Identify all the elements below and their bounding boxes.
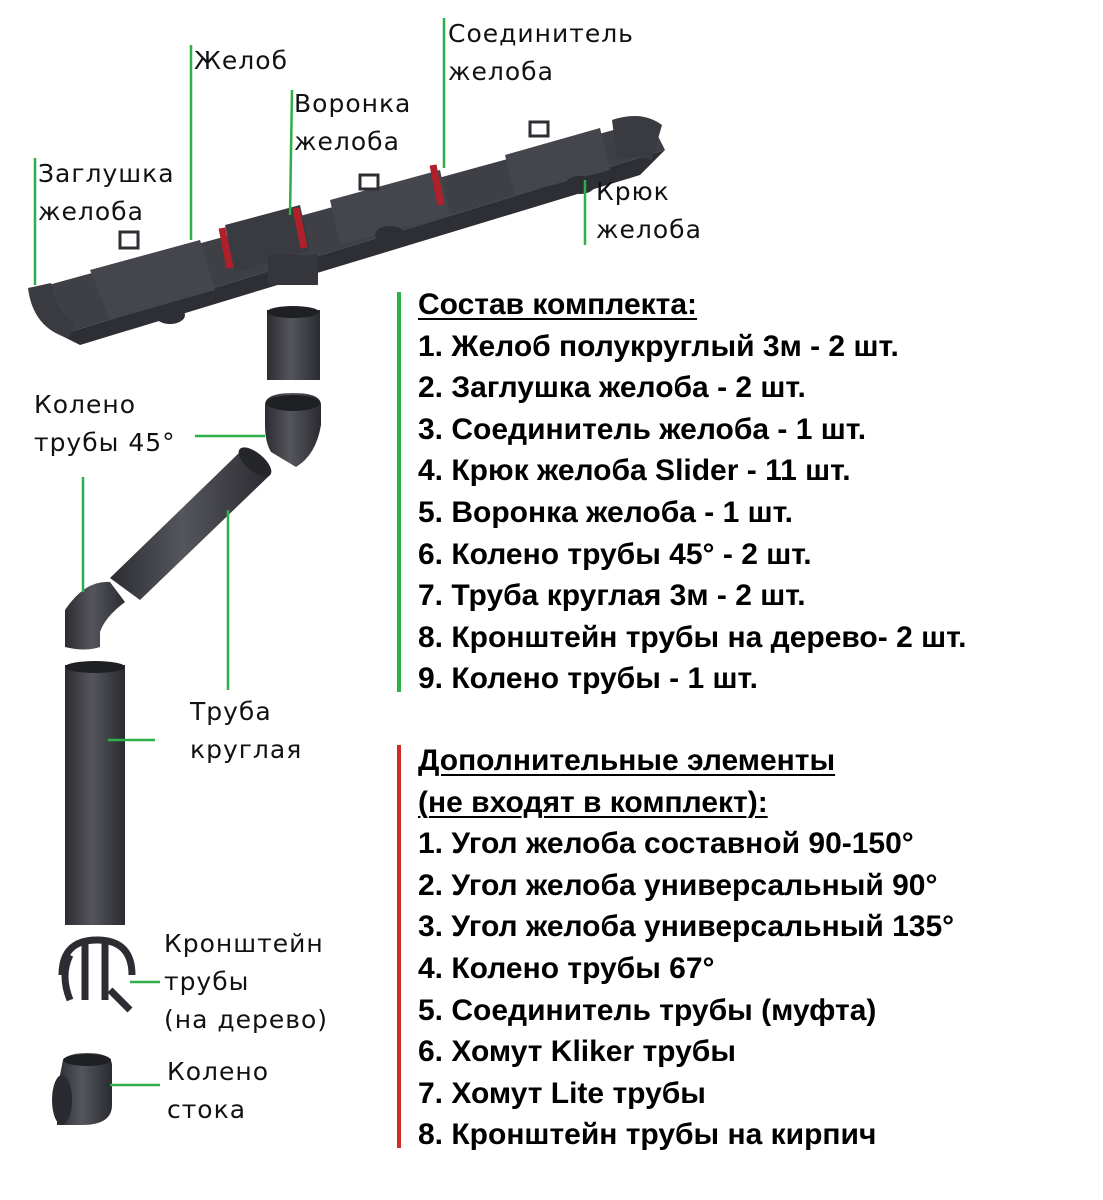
pipe-bracket xyxy=(58,936,136,1013)
list-item: 4. Крюк желоба Slider - 11 шт. xyxy=(418,454,851,488)
pipe-vertical xyxy=(65,665,125,925)
kit-title: Состав комплекта: xyxy=(418,288,698,321)
pipe-diagonal xyxy=(110,452,270,600)
extra-list: Дополнительные элементы (не входят в ком… xyxy=(418,740,954,1156)
gutter-cap xyxy=(28,283,76,338)
list-item: 2. Угол желоба универсальный 90° xyxy=(418,868,938,902)
list-item: 3. Соединитель желоба - 1 шт. xyxy=(418,412,867,446)
list-item: 5. Соединитель трубы (муфта) xyxy=(418,993,877,1027)
list-item: 6. Колено трубы 45° - 2 шт. xyxy=(418,537,812,571)
list-item: 9. Колено трубы - 1 шт. xyxy=(418,662,758,696)
outlet-elbow xyxy=(52,1053,112,1125)
kit-list: Состав комплекта: 1. Желоб полукруглый 3… xyxy=(418,284,967,700)
pipe-short xyxy=(267,310,320,380)
list-item: 8. Кронштейн трубы на кирпич xyxy=(418,1118,877,1152)
list-item: 7. Хомут Lite трубы xyxy=(418,1076,706,1110)
gutter-cap xyxy=(612,116,662,160)
list-item: 8. Кронштейн трубы на дерево- 2 шт. xyxy=(418,620,967,654)
list-item: 4. Колено трубы 67° xyxy=(418,951,715,985)
list-item: 5. Воронка желоба - 1 шт. xyxy=(418,495,793,529)
label-gutter: Желоб xyxy=(194,46,289,75)
list-item: 1. Желоб полукруглый 3м - 2 шт. xyxy=(418,329,899,363)
list-item: 1. Угол желоба составной 90-150° xyxy=(418,827,914,861)
list-item: 7. Труба круглая 3м - 2 шт. xyxy=(418,579,806,613)
list-item: 3. Угол желоба универсальный 135° xyxy=(418,910,955,944)
kit-accent-bar xyxy=(397,292,401,692)
extra-subtitle: (не входят в комплект): xyxy=(418,785,768,819)
leader-lines xyxy=(33,18,587,1087)
extra-title: Дополнительные элементы xyxy=(418,744,836,777)
list-item: 2. Заглушка желоба - 2 шт. xyxy=(418,371,806,405)
list-item: 6. Хомут Kliker трубы xyxy=(418,1035,736,1069)
elbow-45-lower xyxy=(65,581,125,650)
extra-accent-bar xyxy=(397,745,401,1148)
funnel-outlet xyxy=(268,255,318,285)
elbow-45-upper xyxy=(265,393,321,467)
gutter xyxy=(28,116,665,345)
